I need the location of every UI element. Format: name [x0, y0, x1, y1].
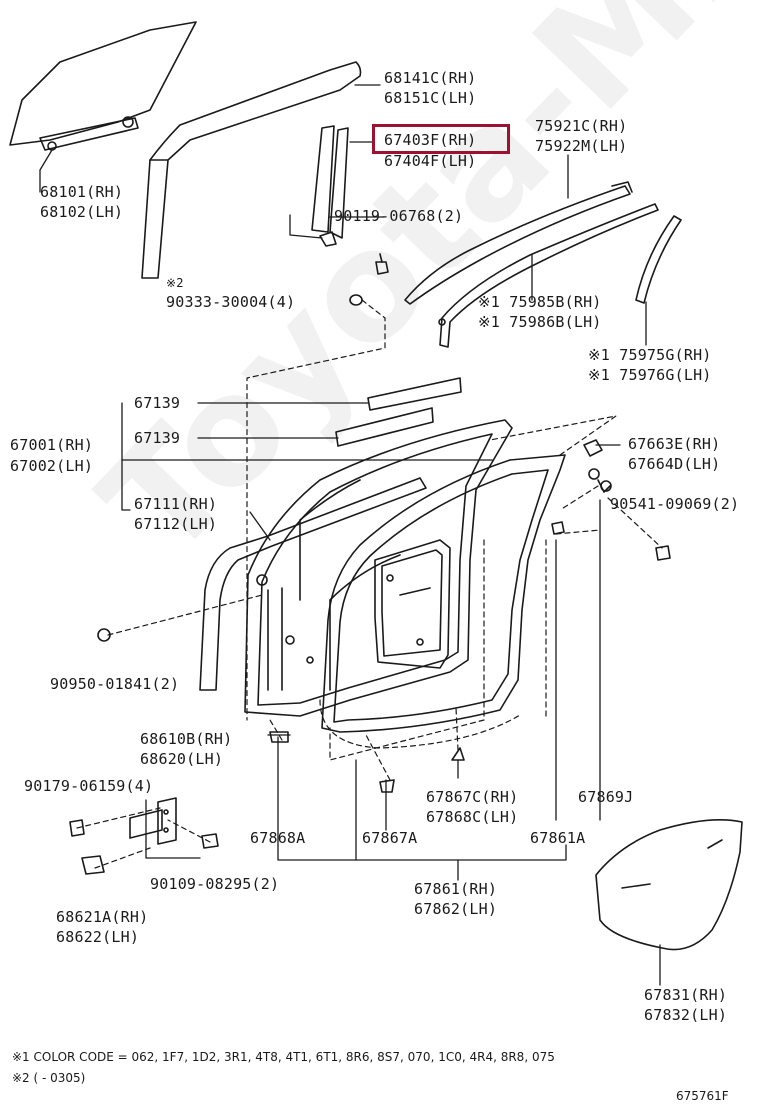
part-label-90109: 90109-08295(2)	[150, 875, 280, 893]
part-label-75986b: ※1 75986B(LH)	[478, 313, 602, 331]
footnote-2: ※2 ( - 0305)	[12, 1071, 86, 1085]
part-label-67664d: 67664D(LH)	[628, 455, 721, 473]
door-weatherstrip-part	[321, 454, 566, 733]
part-label-67832: 67832(LH)	[644, 1006, 728, 1024]
screw-part	[349, 294, 363, 306]
service-hole-cover-part	[595, 818, 743, 951]
part-label-68102: 68102(LH)	[40, 203, 124, 221]
part-label-67861: 67861(RH)	[414, 880, 498, 898]
part-label-75922m: 75922M(LH)	[535, 137, 628, 155]
part-label-67869j: 67869J	[578, 788, 634, 806]
diagram-id: 675761F	[676, 1089, 729, 1103]
part-label-75975g: ※1 75975G(RH)	[588, 346, 712, 364]
leader-lines	[39, 84, 661, 986]
part-label-68610b: 68610B(RH)	[140, 730, 233, 748]
part-label-68621a: 68621A(RH)	[56, 908, 149, 926]
door-glass-part	[9, 21, 197, 151]
hinge-part	[69, 797, 219, 875]
highlight-box	[372, 124, 510, 154]
part-label-67868c: 67868C(LH)	[426, 808, 519, 826]
part-label-67867a: 67867A	[362, 829, 418, 847]
part-label-67139-upper: 67139	[134, 394, 181, 412]
part-label-67001: 67001(RH)	[10, 436, 94, 454]
note-2-marker: ※2	[166, 276, 184, 290]
footnote-color-code: ※1 COLOR CODE = 062, 1F7, 1D2, 3R1, 4T8,…	[12, 1050, 555, 1064]
part-label-67862: 67862(LH)	[414, 900, 498, 918]
part-label-75921c: 75921C(RH)	[535, 117, 628, 135]
bolt-part	[375, 253, 389, 275]
part-label-67002: 67002(LH)	[10, 457, 94, 475]
door-shell-part	[244, 419, 513, 717]
part-label-90119: 90119-06768(2)	[334, 207, 464, 225]
part-label-67111: 67111(RH)	[134, 495, 218, 513]
part-label-67867c: 67867C(RH)	[426, 788, 519, 806]
outer-moulding-part	[438, 203, 659, 348]
part-label-68141c: 68141C(RH)	[384, 69, 477, 87]
part-label-67663e: 67663E(RH)	[628, 435, 721, 453]
part-label-68620: 68620(LH)	[140, 750, 224, 768]
part-label-67861a: 67861A	[530, 829, 586, 847]
part-label-68101: 68101(RH)	[40, 183, 124, 201]
part-label-67403f[interactable]: 67403F(RH)	[384, 131, 477, 149]
part-label-90541: 90541-09069(2)	[610, 495, 740, 513]
part-label-90179: 90179-06159(4)	[24, 777, 154, 795]
part-label-67139-lower: 67139	[134, 429, 181, 447]
part-label-67831: 67831(RH)	[644, 986, 728, 1004]
part-label-68622: 68622(LH)	[56, 928, 140, 946]
belt-moulding-part	[404, 181, 633, 305]
part-label-68151c: 68151C(LH)	[384, 89, 477, 107]
part-label-90333: 90333-30004(4)	[166, 293, 296, 311]
door-outer-panel-part	[199, 477, 427, 691]
dashed-leaders	[76, 299, 663, 869]
window-frame-moulding-part	[141, 61, 362, 279]
part-label-75976g: ※1 75976G(LH)	[588, 366, 712, 384]
part-label-67112: 67112(LH)	[134, 515, 218, 533]
division-bar-part	[311, 125, 349, 247]
pillar-garnish-part	[635, 215, 682, 304]
fastener-parts	[97, 439, 671, 793]
part-label-67868a: 67868A	[250, 829, 306, 847]
weatherstrip-parts	[335, 377, 462, 447]
part-label-90950: 90950-01841(2)	[50, 675, 180, 693]
part-label-75985b: ※1 75985B(RH)	[478, 293, 602, 311]
part-label-67404f: 67404F(LH)	[384, 152, 477, 170]
